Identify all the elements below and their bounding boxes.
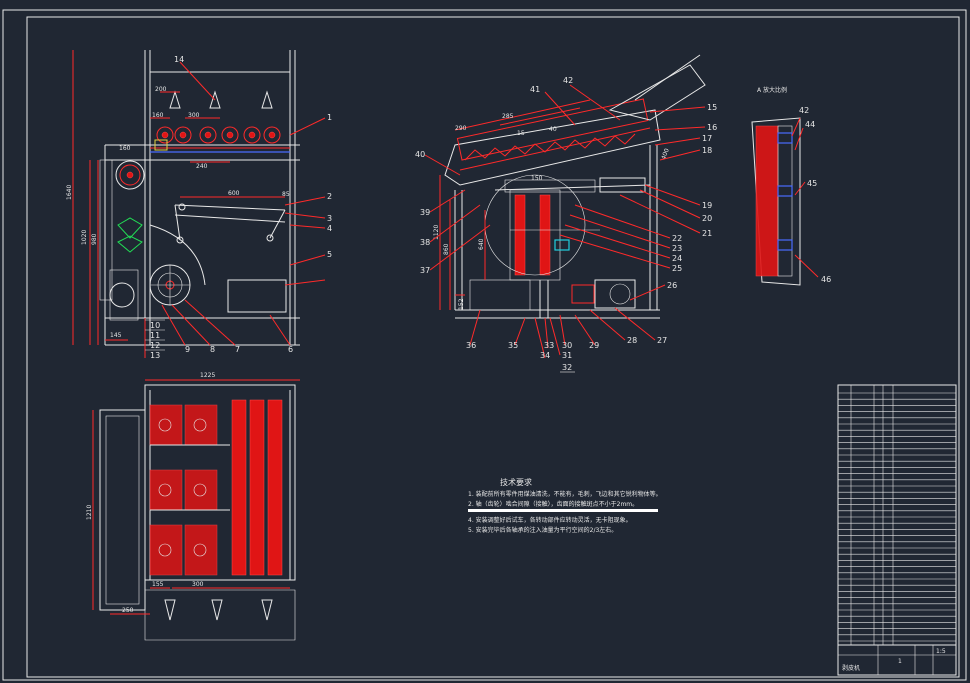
dim-290: 290 xyxy=(455,125,467,132)
part-3: 3 xyxy=(327,214,332,223)
part-7: 7 xyxy=(235,345,240,354)
part-21: 21 xyxy=(702,229,712,238)
part-18: 18 xyxy=(702,146,712,155)
motor xyxy=(594,279,636,309)
part-22: 22 xyxy=(672,234,682,243)
part-25: 25 xyxy=(672,264,682,273)
dim-15: 15 xyxy=(517,130,525,137)
part-2: 2 xyxy=(327,192,332,201)
part-38: 38 xyxy=(420,238,430,247)
inner-border xyxy=(26,16,960,678)
dim-860: 860 xyxy=(443,243,450,255)
detail-title: A 放大比例 xyxy=(757,86,787,94)
part-10: 10 xyxy=(150,321,160,330)
part-36: 36 xyxy=(466,341,476,350)
dim-152: 152 xyxy=(458,298,465,310)
dim-1640: 1640 xyxy=(66,185,73,200)
detail-a: A 放大比例 42 44 45 46 xyxy=(751,86,831,286)
title-block: 剥皮机 1:5 1 xyxy=(837,384,957,676)
sheet-count: 1 xyxy=(898,658,902,665)
dim-285: 285 xyxy=(502,113,514,120)
dim-600: 600 xyxy=(228,190,240,197)
drive-gear xyxy=(115,160,145,190)
bill-of-materials-rows xyxy=(838,392,956,642)
part-39: 39 xyxy=(420,208,430,217)
part-17: 17 xyxy=(702,134,712,143)
dim-300: 300 xyxy=(188,112,200,119)
part-29: 29 xyxy=(589,341,599,350)
dim-160: 160 xyxy=(152,112,164,119)
dim-300-top: 300 xyxy=(192,581,204,588)
part-24: 24 xyxy=(672,254,682,263)
part-40: 40 xyxy=(415,150,425,159)
detail-part-44: 44 xyxy=(805,120,815,129)
part-5: 5 xyxy=(327,250,332,259)
part-4: 4 xyxy=(327,224,332,233)
note-line-1: 1. 装配前所有零件用煤油清洗，不能有，毛刺，飞边和其它锐利物体等。 xyxy=(468,490,662,498)
part-32: 32 xyxy=(562,363,572,372)
note-line-2: 2. 轴（齿轮）啮合间隙（接触），齿面的接触斑点不小于2mm。 xyxy=(468,500,638,508)
note-line-5: 5. 安装完毕后各轴承的注入油量为平行空间的2/3左右。 xyxy=(468,526,617,534)
detail-part-42: 42 xyxy=(799,106,809,115)
part-27: 27 xyxy=(657,336,667,345)
drawing-name: 剥皮机 xyxy=(842,664,860,672)
part-41: 41 xyxy=(530,85,540,94)
front-view: 200 160 300 160 240 600 85 145 1640 1020… xyxy=(66,50,332,360)
part-37: 37 xyxy=(420,266,430,275)
part-12: 12 xyxy=(150,341,160,350)
dim-250: 250 xyxy=(122,607,134,614)
part-1: 1 xyxy=(327,113,332,122)
dim-1225: 1225 xyxy=(200,372,215,379)
dim-155: 155 xyxy=(152,581,164,588)
drawing-scale: 1:5 xyxy=(936,648,946,655)
part-16: 16 xyxy=(707,123,717,132)
part-15: 15 xyxy=(707,103,717,112)
part-6: 6 xyxy=(288,345,293,354)
part-26: 26 xyxy=(667,281,677,290)
part-34: 34 xyxy=(540,351,550,360)
note-line-4: 4. 安装调整好后试车，各转动部件应转动灵活，无卡阻现象。 xyxy=(468,516,632,524)
side-view: 290 285 15 40 150 1120 860 640 400 152 xyxy=(415,54,717,373)
part-42: 42 xyxy=(563,76,573,85)
dim-1120: 1120 xyxy=(433,225,440,240)
part-35: 35 xyxy=(508,341,518,350)
part-19: 19 xyxy=(702,201,712,210)
part-14: 14 xyxy=(174,55,184,64)
dim-640: 640 xyxy=(478,238,485,250)
outer-border xyxy=(2,9,967,681)
part-31: 31 xyxy=(562,351,572,360)
dim-150: 150 xyxy=(531,175,543,182)
detail-part-45: 45 xyxy=(807,179,817,188)
part-11: 11 xyxy=(150,331,160,340)
dim-145: 145 xyxy=(110,332,122,339)
dim-1020: 1020 xyxy=(81,230,88,245)
part-20: 20 xyxy=(702,214,712,223)
dim-40: 40 xyxy=(549,126,557,133)
detail-part-46: 46 xyxy=(821,275,831,284)
technical-requirements: 技术要求 1. 装配前所有零件用煤油清洗，不能有，毛刺，飞边和其它锐利物体等。 … xyxy=(468,477,662,534)
dim-200-top: 200 xyxy=(155,86,167,93)
dim-1210: 1210 xyxy=(86,505,93,520)
dim-980: 980 xyxy=(91,233,98,245)
dim-160-side: 160 xyxy=(119,145,131,152)
top-view: 1225 1210 155 300 250 xyxy=(86,372,300,641)
peeling-rollers xyxy=(150,126,290,153)
part-30: 30 xyxy=(562,341,572,350)
part-28: 28 xyxy=(627,336,637,345)
part-9: 9 xyxy=(185,345,190,354)
part-13: 13 xyxy=(150,351,160,360)
dim-85: 85 xyxy=(282,191,290,198)
part-23: 23 xyxy=(672,244,682,253)
notes-title: 技术要求 xyxy=(500,477,532,487)
dim-400: 400 xyxy=(660,147,671,160)
dim-240: 240 xyxy=(196,163,208,170)
part-33: 33 xyxy=(544,341,554,350)
part-8: 8 xyxy=(210,345,215,354)
